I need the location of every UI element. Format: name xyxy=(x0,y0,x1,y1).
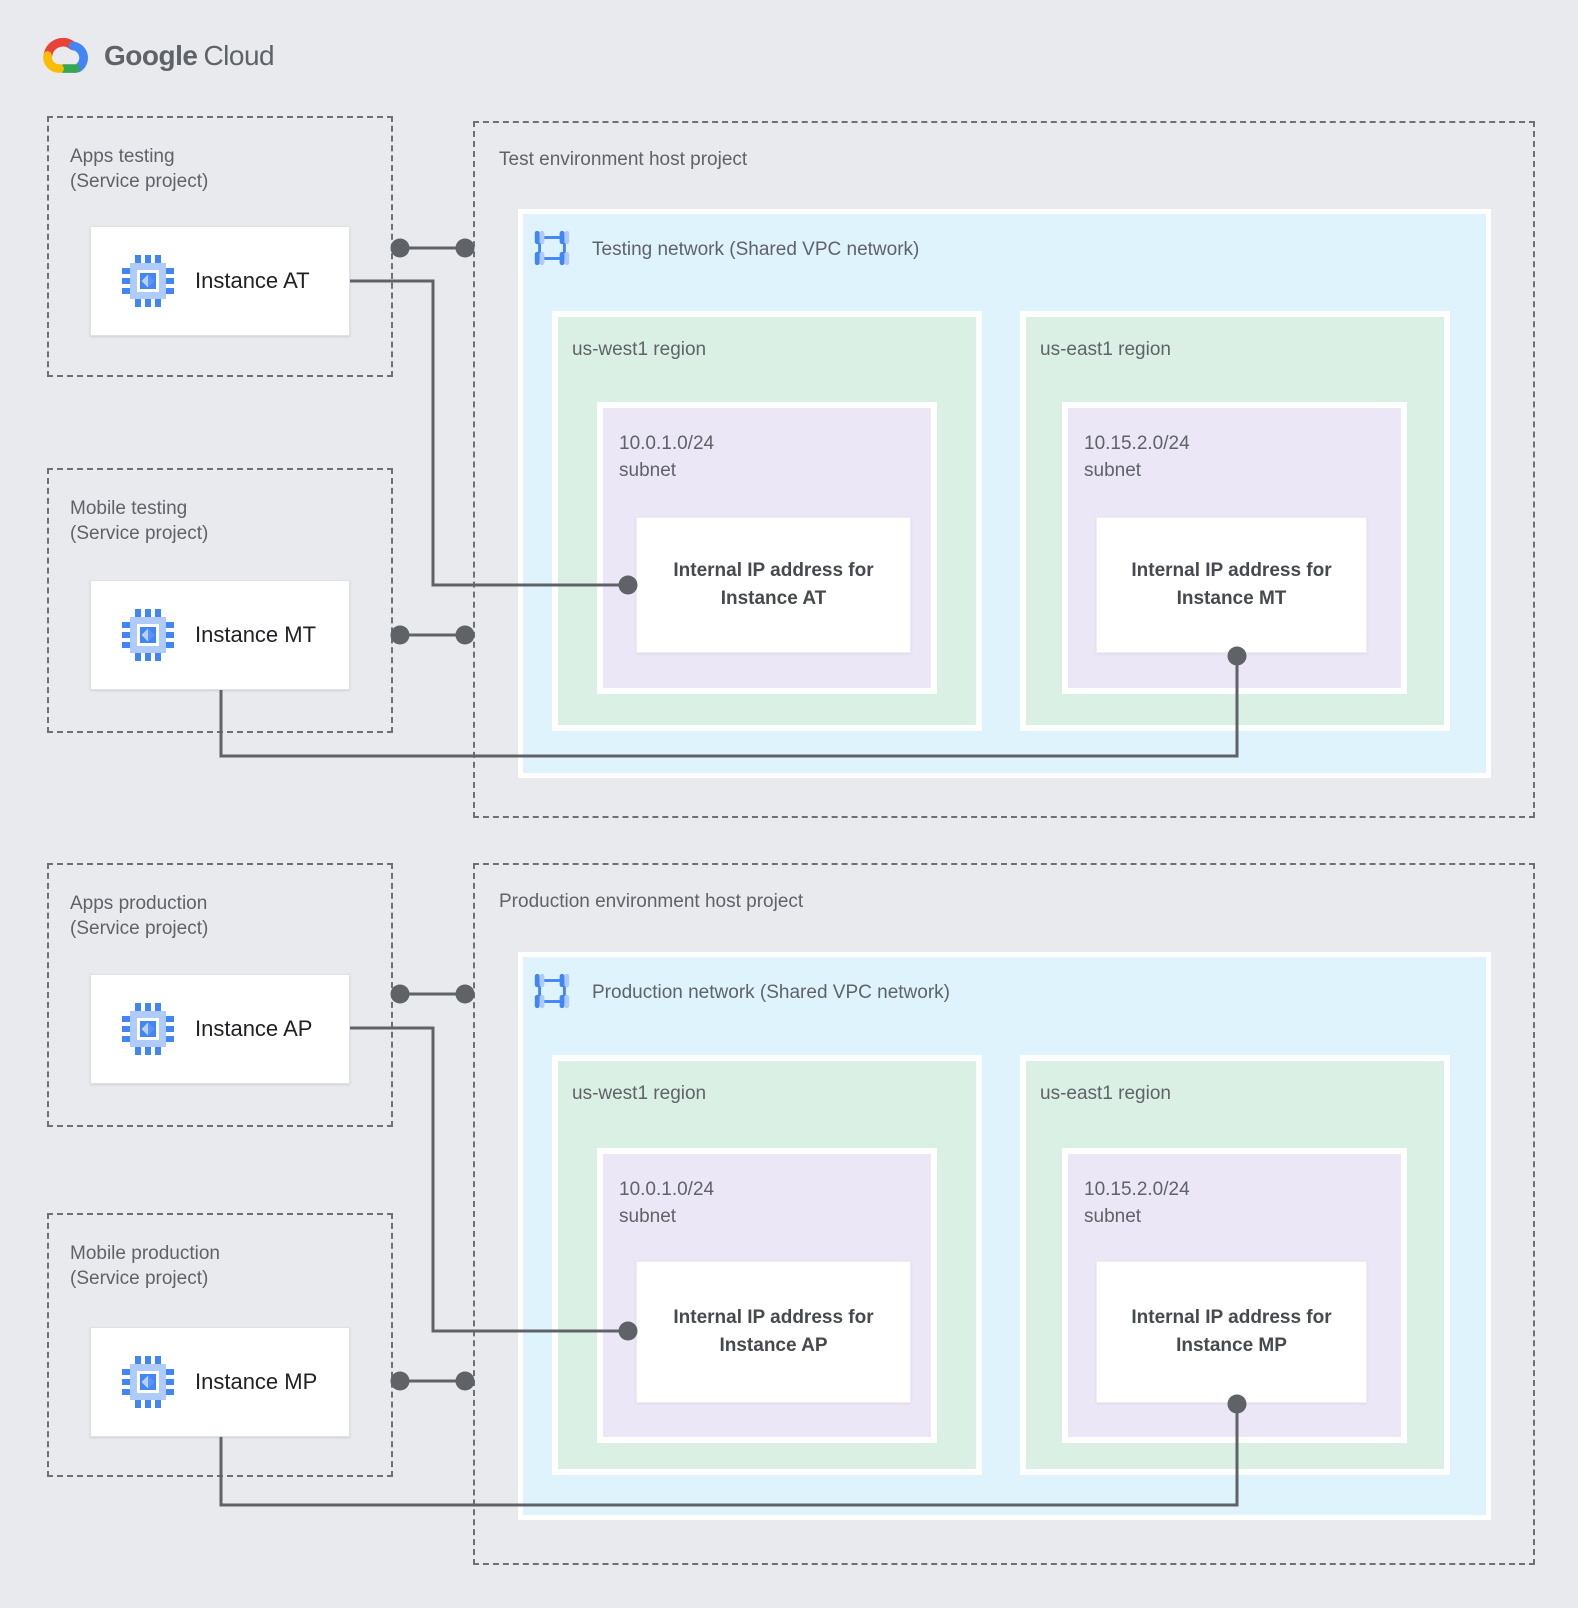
connector-dot xyxy=(455,984,475,1004)
apps-testing-title-line2: (Service project) xyxy=(70,171,209,193)
connector-dot xyxy=(390,625,410,645)
connector-dot xyxy=(455,238,475,258)
mobile-production-title: Mobile production (Service project) xyxy=(70,1241,220,1291)
production-east-subnet-label: 10.15.2.0/24 subnet xyxy=(1084,1177,1190,1231)
instance-ap-card: Instance AP xyxy=(90,974,350,1084)
apps-testing-title-line1: Apps testing xyxy=(70,146,175,167)
test-west-subnet-cidr: 10.0.1.0/24 xyxy=(619,433,715,454)
test-west-subnet-label: 10.0.1.0/24 subnet xyxy=(619,431,714,485)
internal-ip-instance-mp-box: Internal IP address for Instance MP xyxy=(1096,1261,1367,1403)
compute-engine-icon xyxy=(121,254,175,308)
apps-production-title: Apps production (Service project) xyxy=(70,891,208,941)
testing-network-label: Testing network (Shared VPC network) xyxy=(592,239,920,260)
instance-ap-label: Instance AP xyxy=(195,1016,313,1041)
production-us-east1-region-label: us-east1 region xyxy=(1040,1083,1171,1104)
test-west-subnet-box: 10.0.1.0/24 subnet Internal IP address f… xyxy=(597,402,937,694)
instance-mp-card: Instance MP xyxy=(90,1327,350,1437)
test-east-subnet-word: subnet xyxy=(1084,459,1142,481)
mobile-testing-title-line2: (Service project) xyxy=(70,523,209,545)
google-cloud-logo-icon xyxy=(43,37,88,73)
connector-dot xyxy=(390,238,410,258)
compute-engine-icon xyxy=(121,608,175,662)
test-east-subnet-label: 10.15.2.0/24 subnet xyxy=(1084,431,1190,485)
production-east-subnet-cidr: 10.15.2.0/24 xyxy=(1084,1179,1190,1200)
apps-production-title-line1: Apps production xyxy=(70,893,208,914)
internal-ip-ap-line2: Instance AP xyxy=(719,1335,828,1356)
production-us-west1-region-box: us-west1 region 10.0.1.0/24 subnet Inter… xyxy=(552,1055,982,1475)
production-network-header: Production network (Shared VPC network) xyxy=(531,971,950,1015)
internal-ip-mp-line2: Instance MP xyxy=(1176,1335,1287,1356)
compute-engine-icon xyxy=(121,1355,175,1409)
mobile-testing-title: Mobile testing (Service project) xyxy=(70,496,208,546)
instance-mt-label: Instance MT xyxy=(195,622,317,647)
production-network-label: Production network (Shared VPC network) xyxy=(592,982,950,1003)
mobile-testing-title-line1: Mobile testing xyxy=(70,498,188,519)
internal-ip-mt-line2: Instance MT xyxy=(1176,588,1287,609)
instance-mp-label: Instance MP xyxy=(195,1369,318,1394)
logo-cloud-word: Cloud xyxy=(203,40,275,71)
connector-dot xyxy=(390,1371,410,1391)
test-us-west1-region-label: us-west1 region xyxy=(572,339,707,360)
test-us-east1-region-label: us-east1 region xyxy=(1040,339,1171,360)
internal-ip-instance-ap-box: Internal IP address for Instance AP xyxy=(636,1261,911,1403)
production-west-subnet-box: 10.0.1.0/24 subnet Internal IP address f… xyxy=(597,1148,937,1443)
internal-ip-mp-line1: Internal IP address for xyxy=(1131,1307,1332,1329)
test-west-subnet-word: subnet xyxy=(619,459,677,481)
production-east-subnet-word: subnet xyxy=(1084,1205,1142,1227)
production-west-subnet-label: 10.0.1.0/24 subnet xyxy=(619,1177,714,1231)
apps-production-title-line2: (Service project) xyxy=(70,918,209,940)
test-host-project-title: Test environment host project xyxy=(499,149,748,170)
compute-engine-icon xyxy=(121,1002,175,1056)
production-us-west1-region-label: us-west1 region xyxy=(572,1083,707,1104)
testing-network-header: Testing network (Shared VPC network) xyxy=(531,228,919,272)
vpc-network-icon xyxy=(531,969,573,1018)
instance-at-card: Instance AT xyxy=(90,226,350,336)
testing-network-box: Testing network (Shared VPC network) us-… xyxy=(518,209,1491,778)
test-us-west1-region-box: us-west1 region 10.0.1.0/24 subnet Inter… xyxy=(552,311,982,731)
mobile-production-title-line2: (Service project) xyxy=(70,1268,209,1290)
internal-ip-ap-line1: Internal IP address for xyxy=(673,1307,874,1329)
instance-mt-card: Instance MT xyxy=(90,580,350,690)
production-west-subnet-cidr: 10.0.1.0/24 xyxy=(619,1179,715,1200)
test-east-subnet-cidr: 10.15.2.0/24 xyxy=(1084,433,1190,454)
connector-dot xyxy=(455,625,475,645)
apps-testing-title: Apps testing (Service project) xyxy=(70,144,208,194)
mobile-production-title-line1: Mobile production xyxy=(70,1243,220,1264)
production-network-box: Production network (Shared VPC network) … xyxy=(518,952,1491,1520)
production-east-subnet-box: 10.15.2.0/24 subnet Internal IP address … xyxy=(1062,1148,1407,1443)
connector-dot xyxy=(390,984,410,1004)
vpc-network-icon xyxy=(531,226,573,275)
logo-google-word: Google xyxy=(104,40,198,71)
test-east-subnet-box: 10.15.2.0/24 subnet Internal IP address … xyxy=(1062,402,1407,694)
internal-ip-at-line2: Instance AT xyxy=(720,588,827,609)
internal-ip-instance-mt-box: Internal IP address for Instance MT xyxy=(1096,517,1367,653)
production-west-subnet-word: subnet xyxy=(619,1205,677,1227)
internal-ip-instance-at-box: Internal IP address for Instance AT xyxy=(636,517,911,653)
production-host-project-title: Production environment host project xyxy=(499,891,804,912)
internal-ip-mt-line1: Internal IP address for xyxy=(1131,560,1332,582)
production-us-east1-region-box: us-east1 region 10.15.2.0/24 subnet Inte… xyxy=(1020,1055,1450,1475)
test-us-east1-region-box: us-east1 region 10.15.2.0/24 subnet Inte… xyxy=(1020,311,1450,731)
internal-ip-at-line1: Internal IP address for xyxy=(673,560,874,582)
connector-dot xyxy=(455,1371,475,1391)
instance-at-label: Instance AT xyxy=(195,268,310,293)
